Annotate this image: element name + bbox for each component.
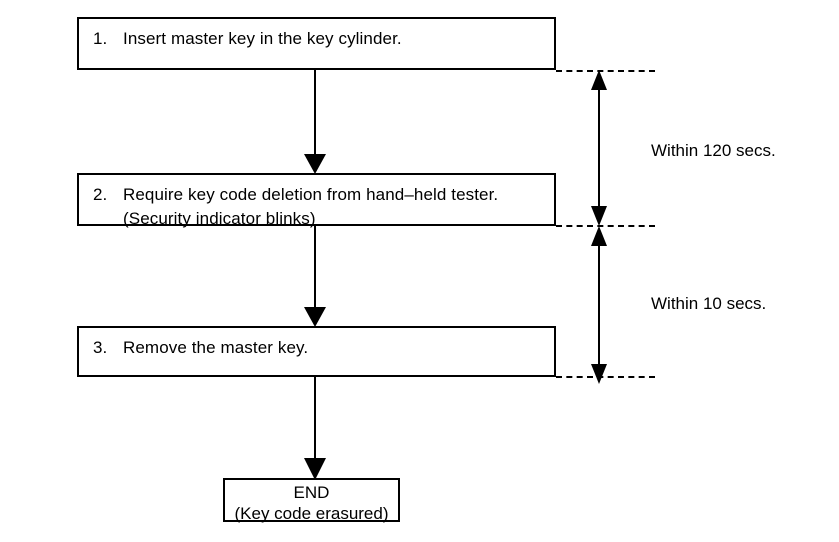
dimension-line-120 [598,78,600,218]
end-sublabel: (Key code erasured) [234,504,389,523]
leader-dash-top [556,70,655,72]
connector-arrowhead-2-3 [304,307,326,327]
end-terminator-box: END (Key code erasured) [223,478,400,523]
connector-line-1-2 [314,70,316,158]
timing-label-10: Within 10 secs. [651,294,767,313]
connector-line-3-end [314,377,316,462]
step-2-text-2: (Security indicator blinks) [123,209,316,228]
leader-dash-middle [556,225,655,227]
end-label: END [293,483,330,502]
step-2-line-1: 2. Require key code deletion from hand–he… [93,183,554,207]
dimension-line-10 [598,234,600,376]
step-box-1: 1. Insert master key in the key cylinder. [77,17,556,70]
step-3-line-1: 3. Remove the master key. [93,336,554,360]
dimension-arrow-120-bottom [591,206,607,226]
step-box-3: 3. Remove the master key. [77,326,556,377]
step-1-line-1: 1. Insert master key in the key cylinder. [93,27,554,51]
step-3-text-1: Remove the master key. [123,338,309,357]
step-box-2: 2. Require key code deletion from hand–he… [77,173,556,228]
step-2-text-1: Require key code deletion from hand–held… [123,185,499,204]
step-2-number: 2. [93,185,108,204]
dimension-arrow-10-top [591,226,607,246]
dimension-arrow-10-bottom [591,364,607,384]
connector-arrowhead-1-2 [304,154,326,174]
step-1-text-1: Insert master key in the key cylinder. [123,29,402,48]
step-3-number: 3. [93,338,108,357]
step-1-number: 1. [93,29,108,48]
timing-label-120: Within 120 secs. [651,141,776,160]
dimension-arrow-120-top [591,70,607,90]
connector-arrowhead-3-end [304,458,326,480]
step-2-line-2: (Security indicator blinks) [93,207,554,231]
connector-line-2-3 [314,226,316,311]
leader-dash-bottom [556,376,655,378]
